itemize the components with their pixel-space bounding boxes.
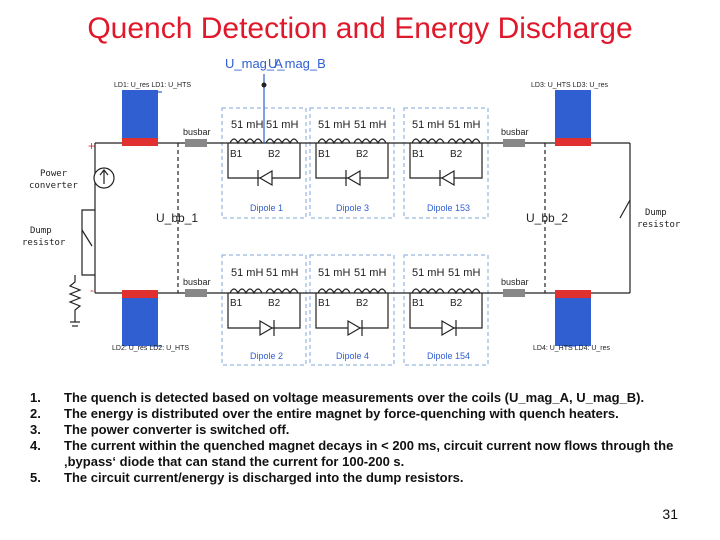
power-converter-label-line1: Power bbox=[40, 169, 68, 179]
list-item: 5.The circuit current/energy is discharg… bbox=[30, 470, 464, 485]
bottom-row-diodes bbox=[259, 319, 457, 337]
inductance-label: 51 mH bbox=[266, 119, 298, 131]
ld-bottom-right-label: LD4: U_HTS LD4: U_res bbox=[533, 345, 611, 352]
plus-terminal: + bbox=[88, 139, 95, 153]
b1-label: B1 bbox=[412, 298, 425, 309]
dipole-label-bottom: Dipole 154 bbox=[427, 351, 470, 361]
top-row-diodes bbox=[257, 169, 455, 187]
b2-label: B2 bbox=[268, 298, 281, 309]
b1-label: B1 bbox=[318, 298, 331, 309]
dump-resistor-left-line2: resistor bbox=[22, 238, 66, 248]
inductance-label: 51 mH bbox=[231, 267, 263, 279]
list-item: 3.The power converter is switched off. bbox=[30, 422, 290, 437]
u-mag-a-label: U_mag_A bbox=[225, 56, 283, 71]
inductance-label: 51 mH bbox=[354, 267, 386, 279]
u-bb-2-label: U_bb_2 bbox=[526, 211, 568, 225]
page-title: Quench Detection and Energy Discharge bbox=[87, 12, 633, 45]
b2-label: B2 bbox=[356, 298, 369, 309]
busbar-bottom-left-label: busbar bbox=[183, 277, 211, 287]
b1-label: B1 bbox=[318, 149, 331, 160]
dipole-label-top: Dipole 153 bbox=[427, 203, 470, 213]
ld-bottom-left-label: LD2: U_res LD2: U_HTS bbox=[112, 345, 189, 352]
dump-resistor-left-line1: Dump bbox=[30, 226, 52, 236]
dipole-label-bottom: Dipole 4 bbox=[336, 351, 369, 361]
b1-label: B1 bbox=[230, 149, 243, 160]
inductance-label: 51 mH bbox=[412, 119, 444, 131]
b1-label: B1 bbox=[412, 149, 425, 160]
busbar-bottom-right-label: busbar bbox=[501, 277, 529, 287]
list-item: 2.The energy is distributed over the ent… bbox=[30, 406, 619, 421]
u-mag-b-label: U_mag_B bbox=[268, 56, 326, 71]
inductance-label: 51 mH bbox=[318, 119, 350, 131]
inductance-label: 51 mH bbox=[231, 119, 263, 131]
explanation-list: 1.The quench is detected based on voltag… bbox=[30, 390, 700, 486]
busbar-top-right-label: busbar bbox=[501, 127, 529, 137]
busbar-top-left-label: busbar bbox=[183, 127, 211, 137]
inductance-label: 51 mH bbox=[412, 267, 444, 279]
dump-resistor-right-line2: resistor bbox=[637, 220, 681, 230]
inductance-label: 51 mH bbox=[448, 119, 480, 131]
inductance-label: 51 mH bbox=[318, 267, 350, 279]
list-item: 1.The quench is detected based on voltag… bbox=[30, 390, 645, 405]
u-bb-1-label: U_bb_1 bbox=[156, 211, 198, 225]
ld-top-right-label: LD3: U_HTS LD3: U_res bbox=[531, 82, 609, 89]
dump-resistor-switch-right bbox=[619, 199, 631, 219]
minus-terminal: - bbox=[90, 283, 94, 297]
dipole-label-top: Dipole 1 bbox=[250, 203, 283, 213]
current-leads bbox=[122, 90, 591, 346]
dipole-label-top: Dipole 3 bbox=[336, 203, 369, 213]
power-converter-label-line2: converter bbox=[29, 181, 78, 191]
b2-label: B2 bbox=[450, 298, 463, 309]
inductance-label: 51 mH bbox=[266, 267, 298, 279]
ground-resistor bbox=[68, 275, 82, 327]
busbar-blocks bbox=[185, 139, 525, 297]
ld-top-left-label: LD1: U_res LD1: U_HTS bbox=[114, 82, 191, 89]
dipole-label-bottom: Dipole 2 bbox=[250, 351, 283, 361]
dump-resistor-switch-left bbox=[81, 209, 95, 276]
inductance-label: 51 mH bbox=[448, 267, 480, 279]
inductance-label: 51 mH bbox=[354, 119, 386, 131]
b1-label: B1 bbox=[230, 298, 243, 309]
b2-label: B2 bbox=[356, 149, 369, 160]
page-number: 31 bbox=[662, 506, 678, 522]
b2-label: B2 bbox=[268, 149, 281, 160]
dump-resistor-right-line1: Dump bbox=[645, 208, 667, 218]
tap-node bbox=[261, 82, 267, 88]
b2-label: B2 bbox=[450, 149, 463, 160]
power-converter-symbol bbox=[93, 167, 115, 189]
list-item: 4.The current within the quenched magnet… bbox=[30, 438, 674, 469]
circuit-diagram: U_mag_A U_mag_B LD1: U_res LD1: U_HTS LD… bbox=[22, 56, 681, 366]
